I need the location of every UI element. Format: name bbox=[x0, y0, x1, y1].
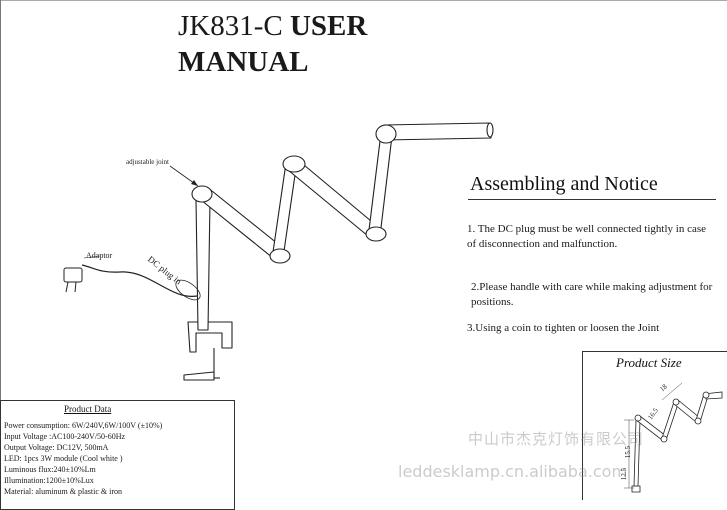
notice-item-1: 1. The DC plug must be well connected ti… bbox=[467, 223, 706, 250]
page-top-border bbox=[0, 0, 727, 1]
power-adaptor bbox=[63, 267, 83, 293]
lamp-head-cap bbox=[486, 122, 494, 138]
watermark-url: leddesklamp.cn.alibaba.com bbox=[398, 462, 628, 481]
watermark-company: 中山市杰克灯饰有限公司 bbox=[468, 430, 645, 448]
product-size-box bbox=[582, 351, 727, 500]
manual-title: JK831-C USER MANUAL bbox=[178, 8, 478, 80]
joint-3 bbox=[282, 155, 306, 173]
joint-1 bbox=[191, 185, 213, 203]
spec-led: LED: 1pcs 3W module (Cool white ) bbox=[4, 454, 123, 463]
dc-plug-marker bbox=[175, 279, 201, 301]
power-cable bbox=[81, 264, 198, 297]
notice-item-3: 3.Using a coin to tighten or loosen the … bbox=[467, 322, 660, 334]
spec-input-voltage: Input Voltage :AC100-240V/50-60Hz bbox=[4, 432, 126, 441]
product-size-title: Product Size bbox=[616, 355, 682, 370]
spec-luminous-flux: Luminous flux:240±10%Lm bbox=[4, 465, 96, 474]
product-data-title: Product Data bbox=[64, 404, 112, 414]
spec-material: Material: aluminum & plastic & iron bbox=[4, 487, 122, 496]
title-model: JK831-C bbox=[178, 10, 283, 42]
clamp-foot bbox=[183, 371, 215, 381]
notice-item-2: 2.Please handle with care while making a… bbox=[471, 281, 713, 308]
notice-heading: Assembling and Notice bbox=[470, 173, 658, 195]
adaptor-label: Adaptor bbox=[86, 251, 113, 260]
spec-illumination: Illumination:1200±10%Lux bbox=[4, 476, 94, 485]
title-manual: MANUAL bbox=[178, 46, 309, 78]
page-left-border bbox=[0, 0, 1, 500]
spec-power: Power consumption: 6W/240V,6W/100V (±10%… bbox=[4, 421, 163, 430]
joint-5 bbox=[375, 124, 397, 144]
joint-2 bbox=[269, 248, 291, 264]
spec-output-voltage: Output Voltage: DC12V, 500mA bbox=[4, 443, 109, 452]
notice-underline bbox=[468, 199, 716, 200]
joint-4 bbox=[365, 226, 387, 242]
adjustable-joint-label: adjustable joint bbox=[126, 158, 169, 166]
title-user: USER bbox=[289, 10, 368, 42]
